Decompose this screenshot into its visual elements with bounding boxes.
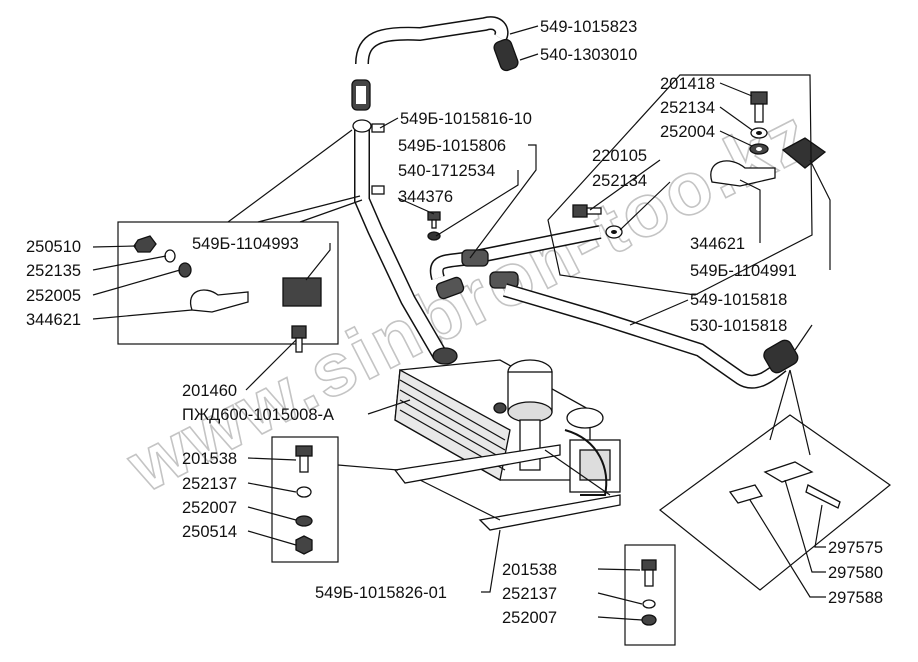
label-549b-1104993: 549Б-1104993 bbox=[192, 235, 299, 253]
label-530-1015818: 530-1015818 bbox=[690, 317, 787, 335]
lower-left-inset-frame bbox=[271, 436, 399, 563]
label-pzhd600-1015008-a: ПЖД600-1015008-А bbox=[182, 406, 334, 424]
label-201460: 201460 bbox=[182, 382, 237, 400]
label-252134-mid: 252134 bbox=[592, 172, 647, 190]
screw-344376-icon bbox=[427, 211, 441, 229]
bolt-201538-bottom-icon bbox=[641, 559, 657, 587]
mounting-bracket bbox=[393, 444, 621, 531]
washer-252007-bottom-icon bbox=[641, 614, 657, 626]
label-344621-right: 344621 bbox=[690, 235, 745, 253]
label-220105: 220105 bbox=[592, 147, 647, 165]
plate-297588-icon bbox=[728, 484, 764, 504]
left-inset-frame bbox=[117, 129, 363, 345]
upper-pipe-bend bbox=[355, 16, 509, 65]
label-252134-top: 252134 bbox=[660, 99, 715, 117]
vertical-pipe-upper-sleeve bbox=[351, 79, 371, 111]
washer-252007-left-icon bbox=[295, 515, 313, 527]
washer-540-1712534-icon bbox=[427, 231, 441, 241]
vertical-exhaust-pipe bbox=[352, 119, 447, 360]
label-297580: 297580 bbox=[828, 564, 883, 582]
bolt-201460-icon bbox=[291, 325, 307, 353]
label-297588: 297588 bbox=[828, 589, 883, 607]
upper-clamp-sleeve bbox=[493, 38, 519, 72]
part-labels: 549-1015823 540-1303010 201418 549Б-1015… bbox=[26, 18, 883, 627]
nut-250510-icon bbox=[133, 235, 157, 253]
lower-right-inset-frame bbox=[659, 369, 891, 591]
middle-pipe bbox=[429, 225, 602, 300]
clip-297580-icon bbox=[763, 461, 814, 483]
washer-252137-left-icon bbox=[296, 486, 312, 498]
clamp-pad-549b-1104991-icon bbox=[781, 137, 827, 169]
washer-252137-bottom-icon bbox=[642, 599, 656, 609]
label-297575: 297575 bbox=[828, 539, 883, 557]
lower-middle-inset-frame bbox=[624, 544, 676, 646]
label-252004: 252004 bbox=[660, 123, 715, 141]
label-549-1015823: 549-1015823 bbox=[540, 18, 637, 36]
bolt-201418-icon bbox=[750, 91, 768, 123]
label-252005: 252005 bbox=[26, 287, 81, 305]
label-549b-1015806: 549Б-1015806 bbox=[398, 137, 506, 155]
label-250514: 250514 bbox=[182, 523, 237, 541]
label-201418: 201418 bbox=[660, 75, 715, 93]
label-252007-left: 252007 bbox=[182, 499, 237, 517]
washer-252005-icon bbox=[178, 262, 192, 278]
label-250510: 250510 bbox=[26, 238, 81, 256]
label-549b-1015826-01: 549Б-1015826-01 bbox=[315, 584, 447, 602]
pin-297575-icon bbox=[805, 484, 841, 509]
leader-lines bbox=[92, 25, 831, 621]
label-344376: 344376 bbox=[398, 188, 453, 206]
label-252135: 252135 bbox=[26, 262, 81, 280]
clamp-344621-left-icon bbox=[189, 289, 249, 313]
right-inset-frame bbox=[547, 74, 813, 296]
bolt-220105-icon bbox=[572, 204, 602, 218]
label-252007-bottom: 252007 bbox=[502, 609, 557, 627]
label-252137-bottom: 252137 bbox=[502, 585, 557, 603]
washer-252134-top-icon bbox=[750, 127, 768, 139]
label-201538-bottom: 201538 bbox=[502, 561, 557, 579]
clamp-pad-549b-1104993-icon bbox=[282, 277, 322, 307]
label-540-1303010: 540-1303010 bbox=[540, 46, 637, 64]
label-344621-left: 344621 bbox=[26, 311, 81, 329]
label-540-1712534: 540-1712534 bbox=[398, 162, 495, 180]
bolt-201538-left-icon bbox=[295, 445, 313, 473]
label-549b-1015816-10: 549Б-1015816-10 bbox=[400, 110, 532, 128]
label-549b-1104991: 549Б-1104991 bbox=[690, 262, 797, 280]
label-201538-left: 201538 bbox=[182, 450, 237, 468]
label-252137-left: 252137 bbox=[182, 475, 237, 493]
nut-250514-icon bbox=[295, 535, 313, 555]
label-549-1015818: 549-1015818 bbox=[690, 291, 787, 309]
washer-252134-mid-icon bbox=[605, 225, 623, 239]
washer-252135-icon bbox=[164, 249, 176, 263]
washer-252004-icon bbox=[749, 143, 769, 155]
pipe-end-sleeve bbox=[763, 339, 799, 374]
clamp-344621-right-icon bbox=[710, 160, 776, 187]
